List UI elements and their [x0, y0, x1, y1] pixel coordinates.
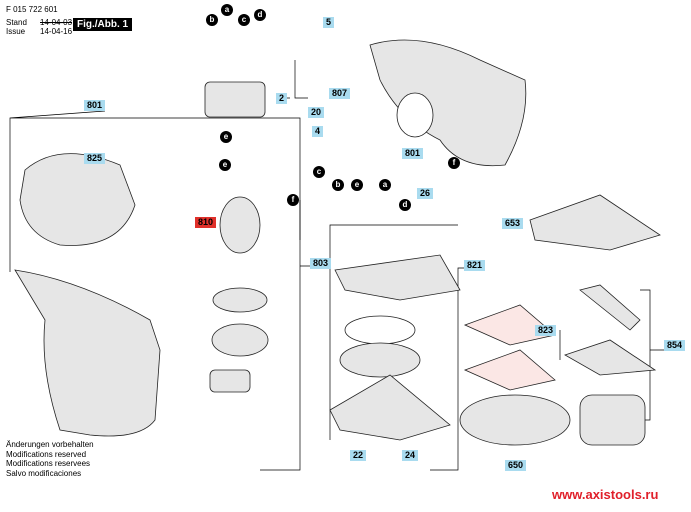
figure-title: Fig./Abb. 1	[73, 18, 133, 31]
old-date: 14-04-03	[40, 18, 73, 27]
sanding-pad-650	[459, 394, 571, 446]
part-number: F 015 722 601	[6, 5, 58, 14]
connector-e2: e	[219, 159, 231, 171]
label-803: 803	[310, 258, 332, 269]
label-650: 650	[505, 460, 527, 471]
sanding-sheet-2	[463, 349, 556, 391]
connector-f2: f	[448, 157, 460, 169]
note-fr: Modifications reservees	[6, 459, 91, 468]
notes: Änderungen vorbehalten Modifications res…	[6, 440, 94, 478]
o-ring	[344, 315, 416, 345]
label-807: 807	[329, 88, 351, 99]
note-de: Änderungen vorbehalten	[6, 440, 94, 449]
connector-d2: d	[399, 199, 411, 211]
label-801b: 801	[402, 148, 424, 159]
connector-b2: b	[332, 179, 344, 191]
connector-d: d	[254, 9, 266, 21]
label-2: 2	[276, 93, 288, 104]
connector-a: a	[221, 4, 233, 16]
watermark: www.axistools.ru	[552, 487, 659, 502]
leader-801	[9, 110, 301, 272]
label-20: 20	[308, 107, 325, 118]
label-810: 810	[195, 217, 217, 228]
housing-half	[14, 269, 161, 437]
fan	[211, 323, 269, 357]
label-5: 5	[323, 17, 335, 28]
connector-b: b	[206, 14, 218, 26]
bearing-plate	[212, 287, 268, 313]
new-date: 14-04-16	[40, 27, 73, 36]
detail-attachment	[564, 339, 657, 376]
finger-attachment	[579, 284, 641, 331]
connector-c2: c	[313, 166, 325, 178]
housing-cover	[19, 153, 136, 246]
connector-c: c	[238, 14, 250, 26]
label-24: 24	[402, 450, 419, 461]
label-823: 823	[535, 325, 557, 336]
switch-housing	[204, 81, 266, 118]
label-653: 653	[502, 218, 524, 229]
brake-ring	[339, 342, 421, 378]
connector-a2: a	[379, 179, 391, 191]
label-854: 854	[664, 340, 686, 351]
connector-f: f	[287, 194, 299, 206]
armature	[219, 196, 261, 254]
connector-e: e	[220, 131, 232, 143]
sanding-plate-triangle	[329, 374, 451, 441]
seal-ring	[396, 92, 434, 138]
label-801: 801	[84, 100, 106, 111]
round-attachment	[579, 394, 646, 446]
issue: Issue	[6, 27, 26, 36]
connector-e3: e	[351, 179, 363, 191]
label-821: 821	[464, 260, 486, 271]
label-825: 825	[84, 153, 106, 164]
motor-housing	[369, 39, 527, 167]
stand: Stand	[6, 18, 27, 27]
sanding-pad-653	[529, 194, 661, 251]
shroud	[334, 254, 461, 301]
eccentric	[209, 369, 251, 393]
label-26: 26	[417, 188, 434, 199]
note-en: Modifications reserved	[6, 449, 87, 459]
label-22: 22	[350, 450, 367, 461]
label-4: 4	[312, 126, 324, 137]
note-es: Salvo modificaciones	[6, 468, 82, 478]
